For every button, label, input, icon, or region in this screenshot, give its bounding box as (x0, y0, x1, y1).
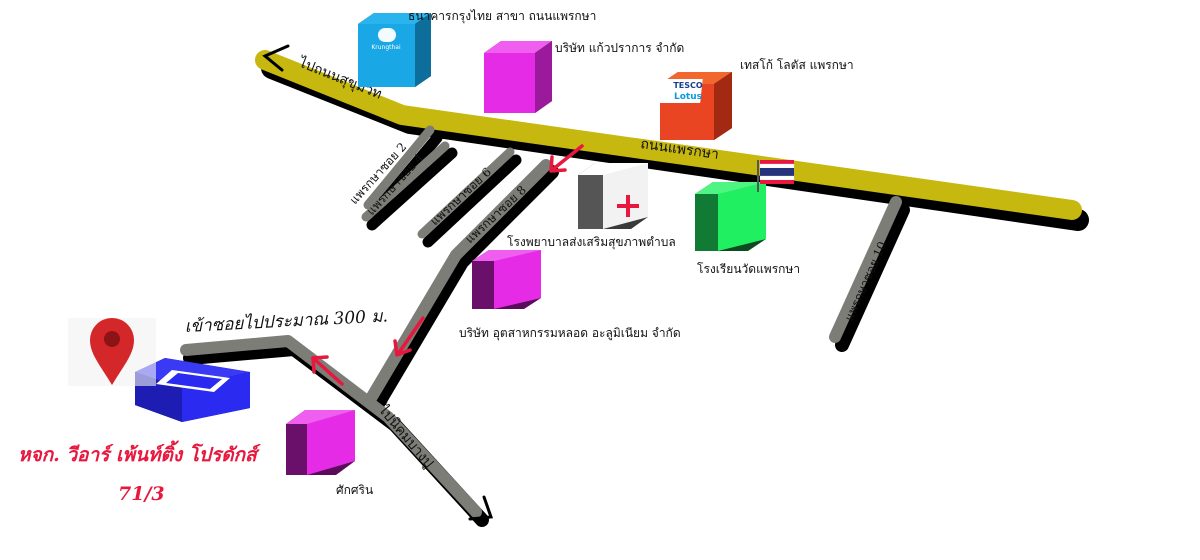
kaewprakarn-label: บริษัท แก้วปราการ จำกัด (555, 41, 684, 55)
kaewprakarn-cube (484, 41, 552, 113)
tesco-lotus-label: เทสโก้ โลตัส แพรกษา (740, 58, 854, 72)
thai-flag-icon (757, 160, 795, 192)
arrow-to-bangpu-icon (468, 495, 494, 521)
direction-arrows (311, 144, 584, 386)
soi-6-road (417, 147, 515, 239)
soi-10-road (829, 196, 902, 343)
school-cube (695, 182, 766, 251)
tesco-lotus-cube: TESCO Lotus (656, 72, 732, 140)
road-label-soi10: แพรกษาซอย 10 (842, 239, 890, 323)
direction-arrow-icon (393, 316, 425, 357)
road-end-arrows (262, 44, 494, 521)
hospital-cube (578, 163, 648, 229)
svg-text:TESCO: TESCO (673, 81, 703, 90)
tesco-logo-icon: TESCO Lotus (656, 79, 703, 103)
ktb-bank-label: ธนาคารกรุงไทย สาขา ถนนแพรกษา (408, 9, 596, 24)
vr-logo-icon (45, 370, 230, 392)
into-soi-label: เข้าซอยไปประมาณ 300 ม. (184, 305, 388, 337)
saksarin-cube (286, 410, 355, 475)
arrow-to-sukhumvit-icon (262, 44, 290, 72)
destination-number: 71/3 (118, 483, 165, 505)
saksarin-label: ศักศริน (336, 483, 373, 497)
road-label-bangpu: ไปนิคมบางปู (374, 401, 437, 471)
map-pin-icon (68, 318, 156, 386)
destination-company-cube[interactable] (45, 358, 250, 422)
ktb-logo-icon: Krungthai (371, 28, 401, 51)
school-label: โรงเรียนวัดแพรกษา (697, 262, 800, 276)
medical-cross-icon (617, 195, 639, 217)
svg-text:Lotus: Lotus (674, 92, 702, 102)
svg-text:Krungthai: Krungthai (371, 44, 401, 51)
soi-4-road (361, 141, 450, 222)
aluminium-company-label: บริษัท อุตสาหกรรมหลอด อะลูมิเนียม จำกัด (459, 326, 681, 341)
destination-name: หจก. วีอาร์ เพ้นท์ติ้ง โปรดักส์ (18, 440, 262, 466)
hospital-label: โรงพยาบาลส่งเสริมสุขภาพตำบล (507, 235, 676, 250)
direction-arrow-icon (549, 144, 584, 173)
direction-arrow-icon (311, 355, 344, 386)
ktb-bank-cube: Krungthai (358, 13, 431, 87)
soi-2-road (363, 125, 435, 210)
aluminium-company-cube (472, 250, 541, 309)
main-road (255, 50, 1082, 220)
